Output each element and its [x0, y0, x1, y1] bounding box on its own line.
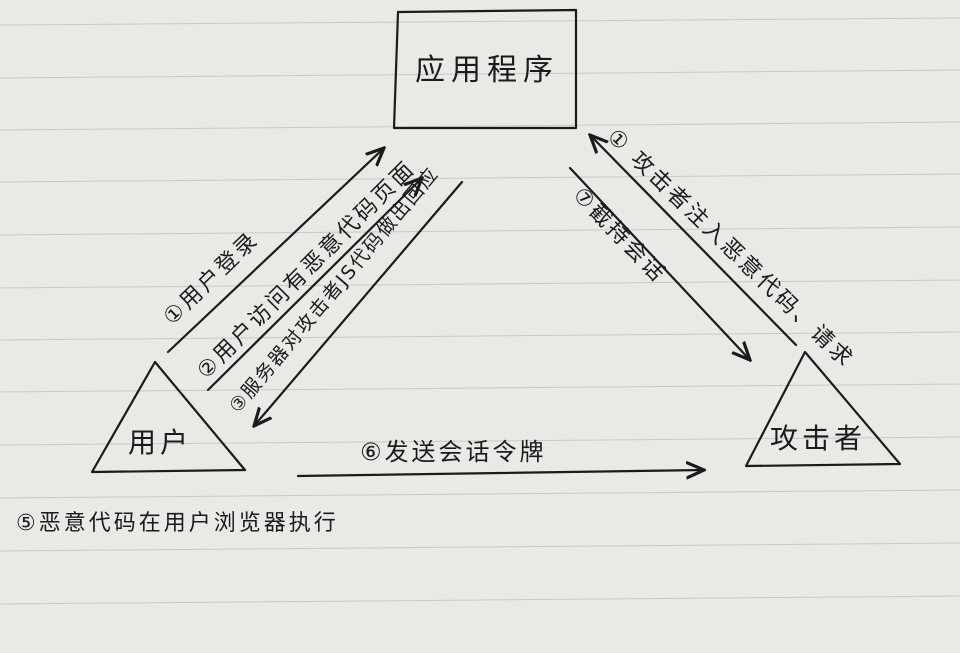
- application-label: 应用程序: [415, 53, 559, 88]
- user-label: 用户: [128, 426, 192, 459]
- arrow-attacker-inject: [590, 135, 798, 347]
- arrow-send-token: [296, 470, 704, 476]
- attacker-label: 攻击者: [770, 422, 866, 455]
- arrow-hijack-session: [568, 166, 750, 360]
- attacker-node: 攻击者: [744, 350, 902, 468]
- step-send-token: ⑥发送会话令牌: [360, 438, 547, 466]
- application-node: 应用程序: [392, 8, 578, 130]
- step-server-response: ③服务器对攻击者JS代码做出回应: [225, 163, 443, 417]
- notebook-lines: [0, 17, 960, 605]
- arrow-user-visit: [206, 178, 422, 392]
- user-node: 用户: [90, 360, 247, 474]
- step-code-execute: ⑤恶意代码在用户浏览器执行: [16, 511, 339, 536]
- arrow-server-response: [254, 180, 464, 426]
- step-hijack-session: ⑦截持会话: [568, 183, 671, 289]
- arrow-user-login: [166, 148, 384, 354]
